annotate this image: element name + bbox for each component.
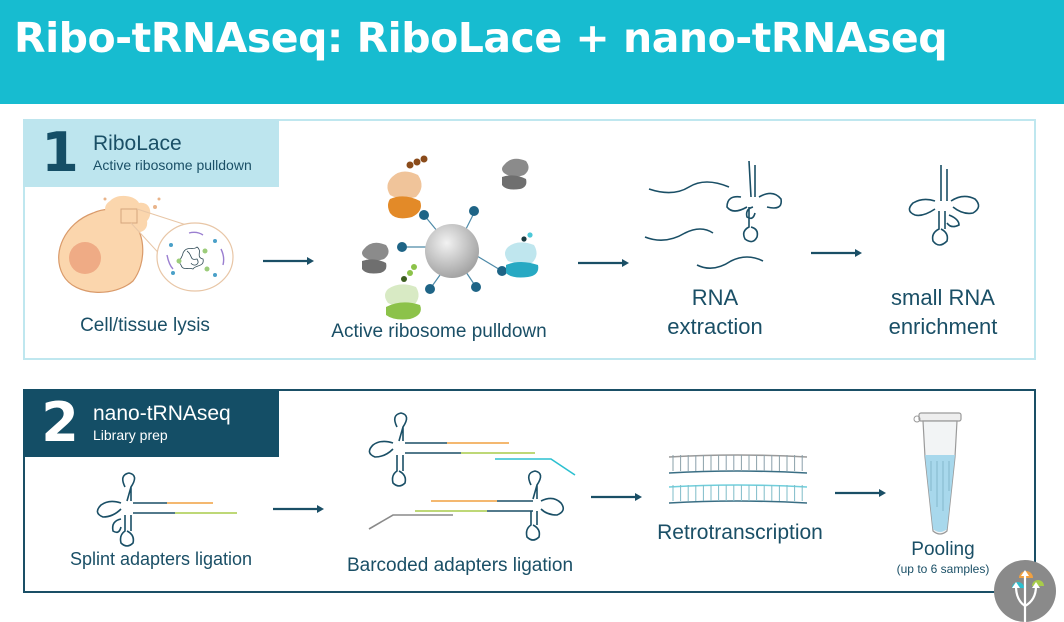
trna-barcoded-adapter-icon — [368, 412, 576, 541]
arrow-right-icon — [273, 505, 324, 513]
step-label: Active ribosome pulldown — [331, 321, 547, 342]
step-label-line2: enrichment — [888, 314, 998, 339]
page-title: Ribo-tRNAseq: RiboLace + nano-tRNAseq — [14, 14, 948, 62]
arrow-right-icon — [835, 489, 886, 497]
arrow-right-icon — [263, 257, 314, 265]
panel-2-badge: 2 nano-tRNAseq Library prep — [23, 389, 279, 457]
panel-subtitle: Active ribosome pulldown — [93, 157, 252, 173]
panel-ribolace: 1 RiboLace Active ribosome pulldown Cell… — [23, 119, 1036, 360]
step-label: Splint adapters ligation — [69, 549, 253, 569]
step-label: Pooling — [911, 539, 975, 560]
panel-title: RiboLace — [93, 132, 182, 155]
step-label: RNA extraction — [645, 283, 785, 341]
ribosome-bead-icon — [362, 155, 539, 320]
step-number: 1 — [41, 121, 79, 184]
panel-nano-trnaseq: 2 nano-tRNAseq Library prep Splint adapt… — [23, 389, 1036, 593]
panel-subtitle: Library prep — [93, 427, 168, 443]
title-bar: Ribo-tRNAseq: RiboLace + nano-tRNAseq — [0, 0, 1064, 104]
step-label: Cell/tissue lysis — [80, 315, 210, 336]
trna-icon — [908, 165, 980, 246]
cell-lysis-icon — [58, 195, 234, 293]
trna-splint-adapter-icon — [96, 472, 237, 547]
duplex-strand-icon — [668, 454, 808, 504]
step-label-line1: RNA — [691, 285, 739, 310]
arrow-right-icon — [578, 259, 629, 267]
step-number: 2 — [41, 391, 79, 454]
step-label: Barcoded adapters ligation — [346, 555, 574, 576]
panel-1-badge: 1 RiboLace Active ribosome pulldown — [23, 119, 279, 187]
rna-strands-icon — [644, 160, 783, 269]
tube-icon — [913, 412, 962, 535]
arrow-right-icon — [591, 493, 642, 501]
step-label: Retrotranscription — [657, 521, 823, 544]
step-label: small RNA enrichment — [873, 283, 1013, 341]
arrow-right-icon — [811, 249, 862, 257]
step-label-line1: small RNA — [891, 285, 995, 310]
tree-arrows-logo-icon — [994, 560, 1056, 622]
panel-title: nano-tRNAseq — [93, 402, 231, 425]
step-sublabel: (up to 6 samples) — [896, 562, 990, 576]
step-label-line2: extraction — [667, 314, 763, 339]
